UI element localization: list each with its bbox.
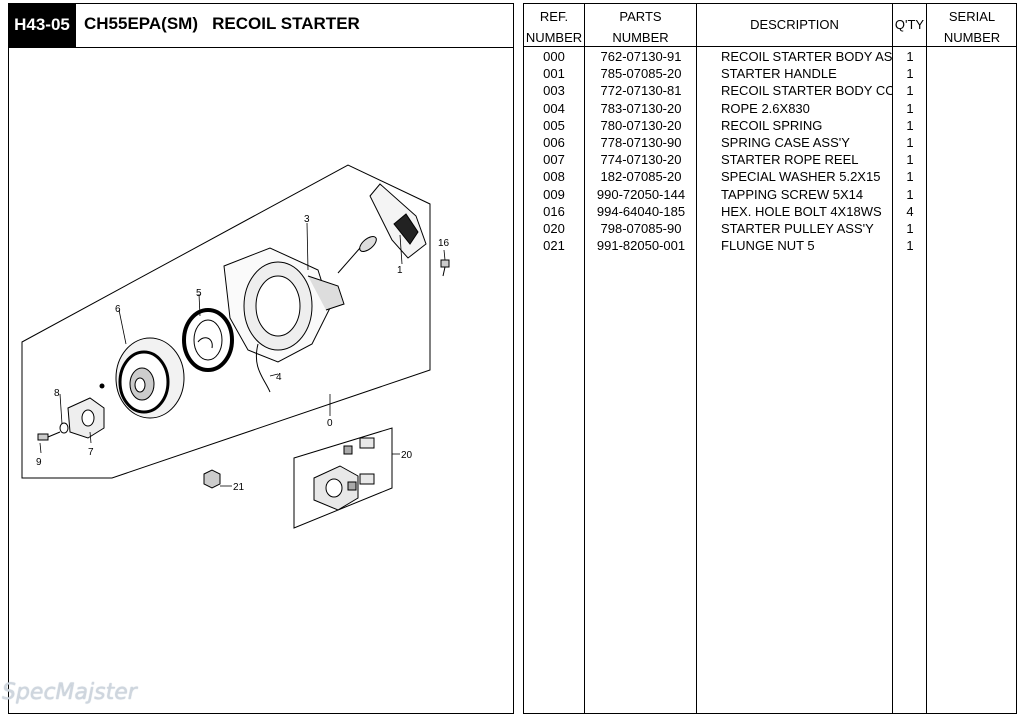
callout-9: 9 [36,457,42,468]
model-name: CH55EPA(SM) [84,14,198,33]
description-cell: STARTER HANDLE [721,66,837,82]
part-number-cell: 182-07085-20 [600,169,682,185]
ref-cell: 016 [543,203,565,219]
ref-cell: 008 [543,169,565,185]
part-number-cell: 798-07085-90 [600,221,682,236]
part-number-cell: 772-07130-81 [600,83,682,99]
callout-5: 5 [196,288,202,299]
description-cell: RECOIL SPRING [721,117,823,133]
recoil-spring-part [182,308,234,372]
callout-20: 20 [401,450,413,461]
watermark-logo: SpecMajster [2,680,137,705]
header-divider [523,46,1017,47]
starter-pulley-part [313,437,375,511]
callout-7: 7 [88,447,94,458]
description-cell: SPECIAL WASHER 5.2X15 [721,169,881,185]
callout-1: 1 [397,265,403,276]
qty-cell: 1 [906,135,914,150]
description-cell: RECOIL STARTER BODY COMP [721,83,892,99]
qty-cell: 1 [906,221,914,236]
ref-cell: 006 [543,135,565,150]
rope-reel-part [115,337,185,419]
description-cell: ROPE 2.6X830 [721,100,810,116]
part-number-cell: 990-72050-144 [596,186,686,202]
assembly-title: RECOIL STARTER [212,14,360,33]
column-divider [696,3,697,714]
ref-cell: 004 [543,100,565,116]
description-cell: HEX. HOLE BOLT 4X18WS [721,203,882,219]
ref-cell: 020 [543,221,565,236]
part-number-cell: 780-07130-20 [600,117,682,133]
ref-cell: 005 [543,117,565,133]
washer-part [59,422,69,434]
qty-cell: 1 [906,66,914,82]
qty-cell: 1 [906,186,914,202]
description-cell: STARTER ROPE REEL [721,152,859,168]
callout-8: 8 [54,388,60,399]
ref-cell: 009 [543,186,565,202]
assembly-outline [21,164,431,479]
part-number-cell: 994-64040-185 [596,203,686,219]
part-number-cell: 778-07130-90 [600,135,682,150]
callout-21: 21 [233,482,245,493]
starter-handle-part [337,183,427,274]
column-divider [892,3,893,714]
starter-body-part [223,247,345,393]
title-bar [8,3,514,48]
header-ref: REF. NUMBER [525,9,583,45]
header-parts-number: PARTS NUMBER [612,9,669,45]
column-divider [926,3,927,714]
ref-cell: 000 [543,49,565,64]
diagram-frame [8,3,514,714]
header-qty: Q'TY [894,17,925,32]
ref-cell: 001 [543,66,565,82]
qty-cell: 1 [906,49,914,64]
part-number-cell: 774-07130-20 [600,152,682,168]
pulley-subassembly-outline [293,427,393,529]
part-number-cell: 991-82050-001 [596,238,686,254]
qty-cell: 1 [906,100,914,116]
qty-cell: 1 [906,238,914,254]
qty-cell: 1 [906,152,914,168]
flange-nut-part [203,469,221,489]
description-cell: SPRING CASE ASS'Y [721,135,850,150]
column-divider [584,3,585,714]
part-number-cell: 762-07130-91 [600,49,682,64]
ref-cell: 007 [543,152,565,168]
part-number-cell: 783-07130-20 [600,100,682,116]
callout-3: 3 [304,214,310,225]
qty-cell: 1 [906,83,914,99]
hex-bolt-part [440,259,450,277]
description-cell: TAPPING SCREW 5X14 [721,186,864,202]
callout-4: 4 [276,372,282,383]
description-cell: RECOIL STARTER BODY ASS'Y [721,49,892,64]
page-title: CH55EPA(SM) RECOIL STARTER [84,14,360,34]
exploded-view-diagram: 1 3 4 5 6 7 8 9 16 20 21 0 [21,164,450,529]
description-cell: STARTER PULLEY ASS'Y [721,221,874,236]
ref-cell: 003 [543,83,565,99]
section-code: H43-05 [8,3,76,47]
header-description: DESCRIPTION [750,17,839,32]
part-number-cell: 785-07085-20 [600,66,682,82]
screw-part [37,431,61,441]
header-serial-number: SERIAL NUMBER [943,9,1001,45]
description-cell: FLUNGE NUT 5 [721,238,815,254]
callout-16: 16 [438,238,450,249]
qty-cell: 1 [906,117,914,133]
qty-cell: 4 [906,203,914,219]
leader-lines [39,222,446,487]
spring-case-part [67,397,105,439]
qty-cell: 1 [906,169,914,185]
parts-table [523,3,1017,714]
ref-cell: 021 [543,238,565,254]
callout-0: 0 [327,418,333,429]
small-screw-part [99,383,105,389]
callout-6: 6 [115,304,121,315]
